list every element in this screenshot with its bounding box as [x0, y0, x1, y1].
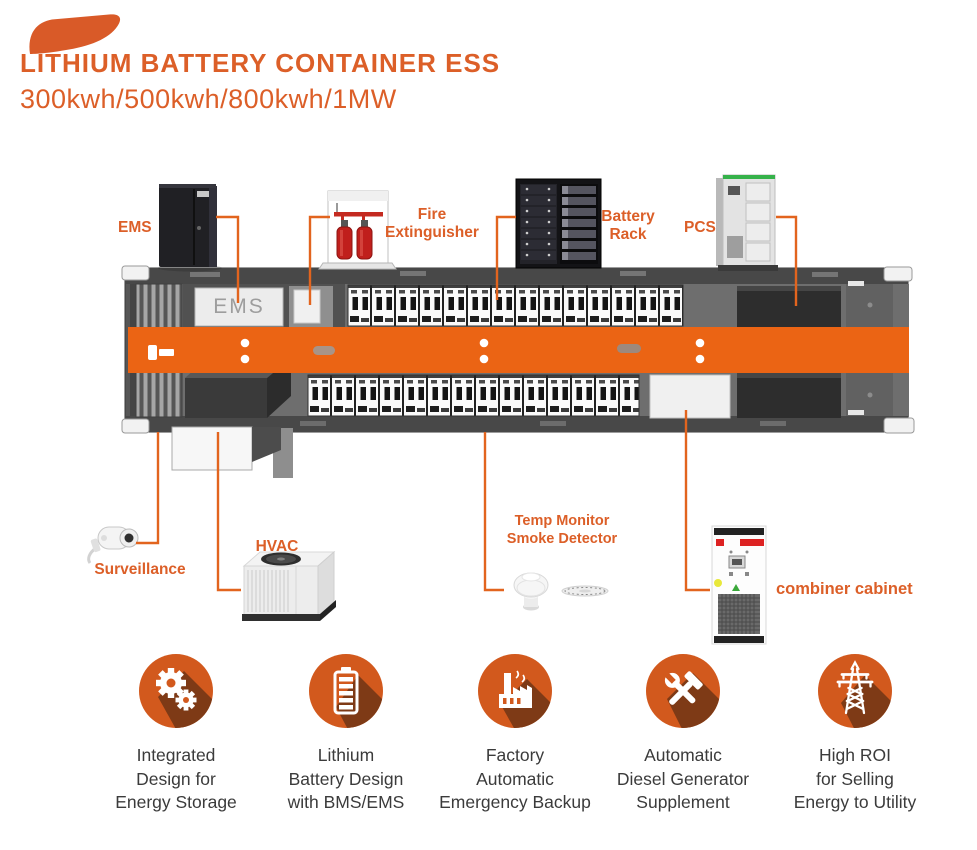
- callout-leader-lines: [136, 215, 798, 592]
- feature-line: High ROI: [819, 745, 891, 765]
- callout-fire-line1: Fire: [417, 206, 447, 223]
- callout-fire-line2: Extinguisher: [385, 224, 479, 241]
- battery-row-top: [347, 284, 684, 327]
- feature-line: Supplement: [636, 792, 730, 812]
- container-ems-bay-label: EMS: [213, 295, 265, 318]
- feature-line: Energy to Utility: [793, 792, 917, 812]
- feature-label-factory-backup: Factory Automatic Emergency Backup: [415, 744, 615, 815]
- surveillance-camera-image: [87, 526, 139, 564]
- callout-battery-rack: Battery Rack: [585, 208, 671, 244]
- page-title: LITHIUM BATTERY CONTAINER ESS: [20, 48, 501, 78]
- aisle-band: [128, 327, 909, 373]
- combiner-bay: [649, 374, 731, 419]
- callout-hvac: HVAC: [255, 538, 299, 555]
- callout-battery-line2: Rack: [609, 226, 647, 243]
- callout-temp-line2: Smoke Detector: [506, 530, 618, 547]
- feature-line: for Selling: [816, 768, 894, 789]
- feature-line: with BMS/EMS: [287, 792, 405, 812]
- pcs-cabinet-image: [716, 174, 778, 271]
- callout-surveillance: Surveillance: [94, 561, 186, 578]
- feature-label-lithium-battery: Lithium Battery Design with BMS/EMS: [246, 744, 446, 815]
- callout-temp-smoke: Temp Monitor Smoke Detector: [500, 513, 624, 548]
- callout-combiner: combiner cabinet: [776, 580, 913, 598]
- callout-ems: EMS: [118, 219, 152, 236]
- gears-icon: [139, 654, 213, 728]
- feature-line: Factory: [485, 745, 545, 765]
- fire-extinguisher-image: [318, 190, 397, 270]
- smoke-detector-image: [513, 572, 549, 611]
- feature-line: Automatic: [644, 745, 722, 765]
- page-subtitle: 300kwh/500kwh/800kwh/1MW: [20, 84, 397, 114]
- battery-row-bottom: [307, 374, 640, 417]
- callout-battery-line1: Battery: [601, 208, 655, 225]
- pcs-bay-bottom: [737, 373, 841, 418]
- feature-line: Lithium: [317, 745, 375, 765]
- feature-line: Integrated: [136, 745, 216, 765]
- ems-cabinet-image: [158, 184, 222, 272]
- under-container-box: [171, 426, 293, 478]
- feature-label-integrated-design: Integrated Design for Energy Storage: [76, 744, 276, 815]
- pcs-bay-top: [737, 286, 841, 327]
- temp-monitor-image: [561, 585, 609, 597]
- feature-line: Emergency Backup: [439, 792, 591, 812]
- container-top-view: [121, 265, 915, 478]
- feature-line: Automatic: [476, 768, 554, 789]
- callout-temp-line1: Temp Monitor: [514, 513, 610, 529]
- feature-line: Battery Design: [288, 768, 404, 789]
- feature-line: Diesel Generator: [616, 768, 750, 789]
- feature-label-high-roi: High ROI for Selling Energy to Utility: [755, 744, 955, 815]
- battery-rack-image: [515, 178, 602, 269]
- callout-pcs: PCS: [684, 219, 716, 236]
- callout-fire-extinguisher: Fire Extinguisher: [380, 206, 484, 242]
- feature-line: Design for: [136, 768, 216, 789]
- feature-line: Energy Storage: [115, 792, 237, 812]
- feature-label-diesel-generator: Automatic Diesel Generator Supplement: [583, 744, 783, 815]
- hvac-unit-image: [242, 550, 336, 621]
- logo-swoosh-icon: [29, 14, 121, 55]
- combiner-cabinet-image: [711, 525, 767, 645]
